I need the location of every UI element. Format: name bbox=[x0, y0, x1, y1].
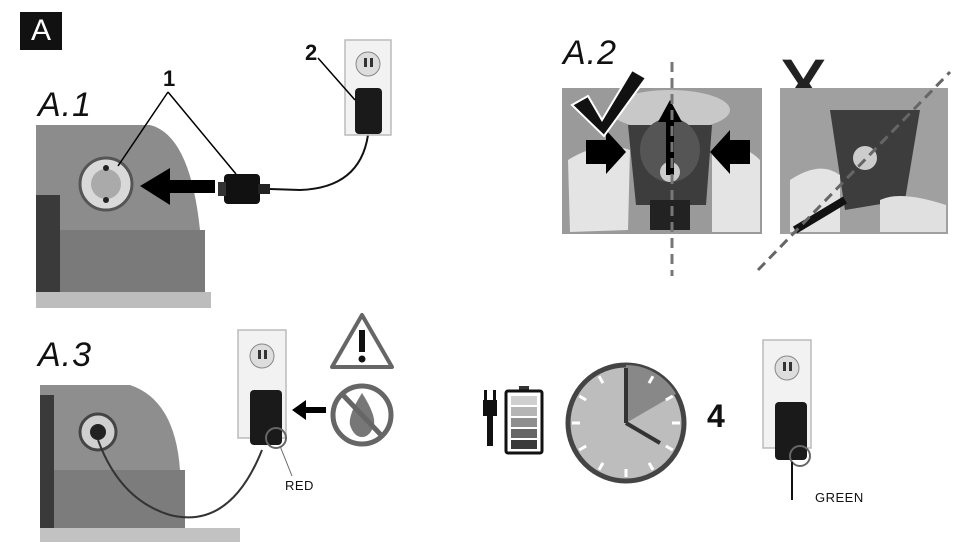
step-a2-label: A.2 bbox=[563, 34, 618, 72]
plug-icon bbox=[483, 390, 497, 446]
green-led-indicator bbox=[789, 445, 811, 467]
a4-wall-outlet bbox=[762, 339, 812, 500]
charge-hours: 4 bbox=[707, 398, 725, 434]
red-led-label: RED bbox=[285, 478, 314, 493]
battery-icon bbox=[504, 386, 544, 455]
clock-icon bbox=[565, 362, 687, 484]
a3-arrow bbox=[292, 400, 326, 420]
clock-tick bbox=[597, 375, 605, 384]
clock-tick bbox=[665, 394, 674, 402]
a1-wall-outlet bbox=[317, 39, 392, 136]
clock-tick bbox=[665, 444, 674, 452]
clock-tick bbox=[578, 444, 587, 452]
callout-2: 2 bbox=[305, 40, 318, 65]
a3-device-photo bbox=[40, 385, 263, 542]
callout-1: 1 bbox=[163, 66, 176, 91]
clock-tick bbox=[597, 462, 605, 471]
checkmark-icon bbox=[570, 68, 648, 138]
green-led-label: GREEN bbox=[815, 490, 864, 505]
a1-plug-connector bbox=[218, 134, 369, 204]
clock-tick bbox=[647, 462, 655, 471]
callout-1-lines bbox=[117, 91, 237, 175]
clock-tick bbox=[647, 375, 655, 384]
a1-device-photo bbox=[36, 125, 211, 308]
step-a1-label: A.1 bbox=[38, 86, 93, 124]
warning-icon bbox=[330, 313, 394, 369]
a1-insert-arrow bbox=[140, 168, 215, 205]
section-badge: A bbox=[20, 12, 62, 50]
step-a3-label: A.3 bbox=[38, 336, 93, 374]
a2-diagonal-guide bbox=[756, 70, 952, 272]
clock-tick bbox=[578, 394, 587, 402]
no-water-icon bbox=[330, 383, 394, 447]
red-led-indicator bbox=[265, 427, 287, 449]
a3-wall-outlet bbox=[237, 329, 293, 477]
